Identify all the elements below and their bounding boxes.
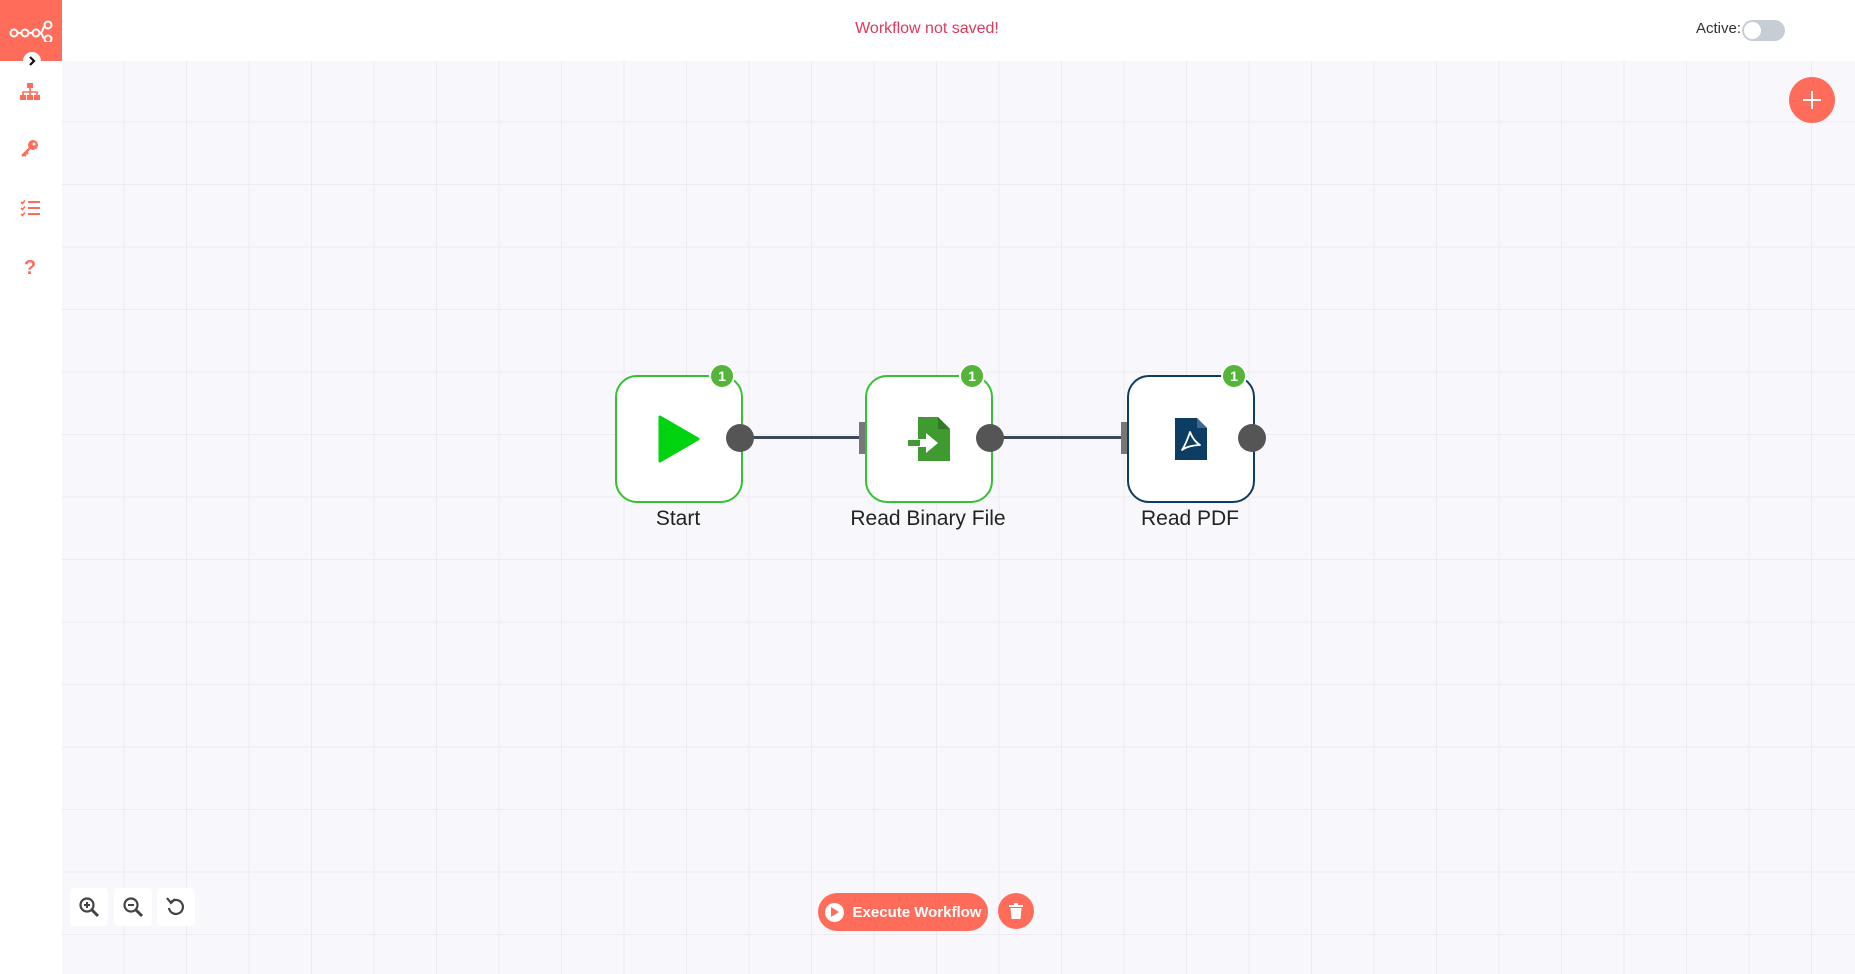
node-readbinary-output-handle[interactable]: [976, 424, 1004, 452]
zoom-out-button[interactable]: [114, 888, 152, 926]
node-read-binary-file[interactable]: 1: [865, 363, 993, 503]
sidebar-item-executions[interactable]: [18, 196, 42, 220]
node-start-output-handle[interactable]: [726, 424, 754, 452]
zoom-out-icon: [123, 897, 144, 918]
network-icon: [20, 83, 40, 100]
node-readbinary-label: Read Binary File: [850, 507, 1006, 530]
zoom-in-icon: [79, 897, 100, 918]
clear-execution-button[interactable]: [998, 893, 1034, 929]
save-status-text: Workflow not saved!: [855, 20, 999, 37]
trash-icon: [1009, 903, 1023, 919]
node-start-label: Start: [655, 507, 701, 530]
sidebar: ?: [0, 0, 62, 974]
node-run-count-badge: 1: [1221, 363, 1247, 389]
list-icon: [20, 199, 40, 217]
node-run-count-badge: 1: [709, 363, 735, 389]
play-icon: [658, 415, 700, 463]
active-toggle[interactable]: [1742, 20, 1785, 41]
execute-workflow-label: Execute Workflow: [852, 903, 982, 921]
node-readpdf-output-handle[interactable]: [1238, 424, 1266, 452]
sidebar-item-workflows[interactable]: [18, 80, 42, 104]
top-header: Workflow not saved! Active:: [62, 0, 1855, 61]
plus-icon: [1803, 91, 1821, 109]
n8n-logo-icon[interactable]: [0, 0, 62, 61]
play-circle-icon: [824, 902, 844, 922]
undo-icon: [166, 897, 184, 915]
node-run-count-badge: 1: [959, 363, 985, 389]
connection-readbinary-readpdf[interactable]: [1002, 436, 1126, 439]
zoom-in-button[interactable]: [70, 888, 108, 926]
expand-sidebar-button[interactable]: [23, 52, 41, 70]
node-read-pdf[interactable]: 1: [1127, 363, 1255, 503]
sidebar-item-credentials[interactable]: [18, 136, 42, 160]
toggle-knob: [1744, 22, 1761, 39]
pdf-icon: [1175, 418, 1207, 460]
key-icon: [21, 140, 38, 157]
node-start[interactable]: 1: [615, 363, 743, 503]
connection-start-readbinary[interactable]: [752, 436, 860, 439]
add-node-button[interactable]: [1789, 77, 1835, 123]
active-label: Active:: [1696, 20, 1742, 37]
chevron-right-icon: [29, 56, 36, 66]
file-import-icon: [908, 417, 950, 461]
reset-zoom-button[interactable]: [157, 888, 195, 926]
help-icon: ?: [23, 256, 37, 279]
sidebar-item-help[interactable]: ?: [18, 256, 42, 280]
node-readpdf-label: Read PDF: [1140, 507, 1240, 530]
execute-workflow-button[interactable]: Execute Workflow: [818, 893, 988, 931]
